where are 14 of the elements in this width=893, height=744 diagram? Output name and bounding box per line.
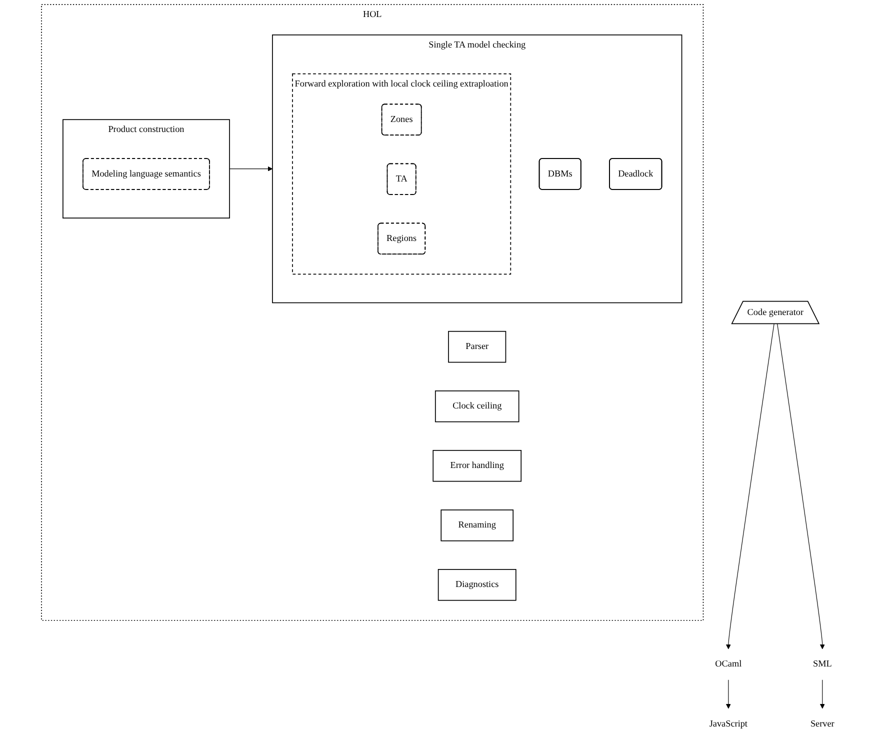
arrow bbox=[820, 680, 825, 709]
arrow bbox=[777, 324, 825, 650]
node-box: Diagnostics bbox=[438, 569, 516, 601]
node-text: SML bbox=[812, 659, 832, 670]
arrow bbox=[229, 166, 273, 172]
arrow bbox=[726, 324, 774, 650]
node-text: JavaScript bbox=[709, 718, 748, 729]
node-box: Parser bbox=[448, 330, 506, 363]
node-box: Clock ceiling bbox=[434, 390, 520, 422]
node-box: Renaming bbox=[440, 510, 514, 542]
node-text: OCaml bbox=[715, 659, 742, 670]
arrow bbox=[726, 680, 731, 709]
node-box: Error handling bbox=[432, 450, 522, 482]
node-text: Server bbox=[810, 718, 834, 729]
